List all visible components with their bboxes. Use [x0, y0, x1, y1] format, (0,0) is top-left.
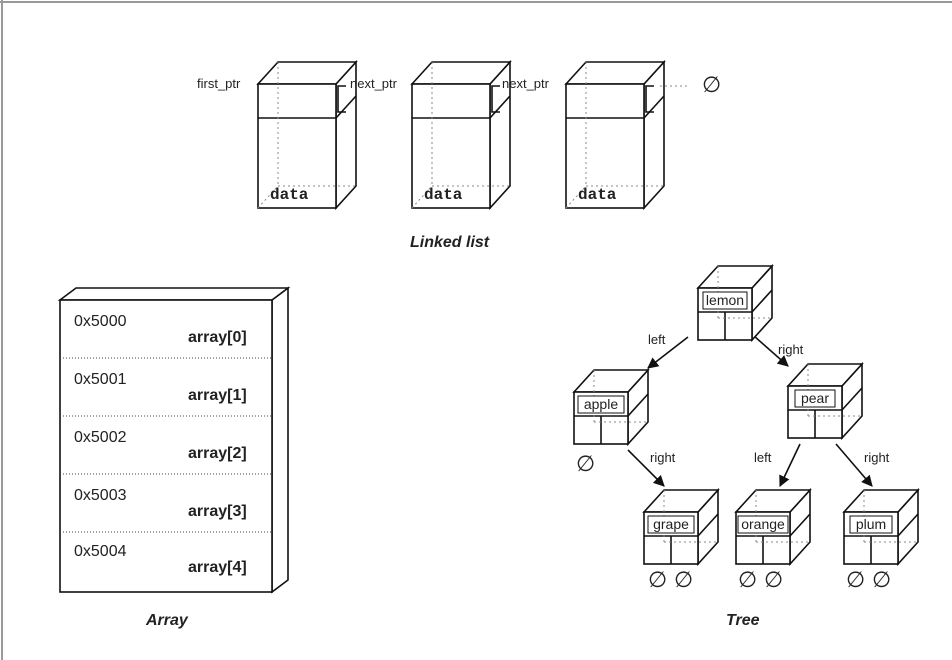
next-ptr-label-1: next_ptr — [350, 76, 398, 91]
tree-node-label: lemon — [706, 292, 744, 308]
next-ptr-label-2: next_ptr — [502, 76, 550, 91]
tree-node-pear: pear — [786, 361, 864, 441]
array-row-1: 0x5001 array[1] — [74, 371, 247, 404]
list-null-icon: ∅ — [702, 72, 721, 97]
array-address: 0x5001 — [74, 371, 127, 388]
edge-label-right: right — [778, 342, 804, 357]
null-icon: ∅ — [648, 567, 667, 592]
array-row-3: 0x5003 array[3] — [74, 487, 247, 520]
edge-label-left: left — [648, 332, 666, 347]
list-node-1-data: data — [270, 186, 309, 204]
linked-list-caption: Linked list — [410, 234, 490, 251]
edge-label-left: left — [754, 450, 772, 465]
edge-label-right: right — [650, 450, 676, 465]
edge-lemon-pear — [753, 335, 789, 367]
array-index: array[2] — [188, 445, 247, 462]
array-index: array[1] — [188, 387, 247, 404]
array-caption: Array — [145, 612, 189, 629]
array-index: array[4] — [188, 559, 247, 576]
null-icon: ∅ — [764, 567, 783, 592]
array-index: array[3] — [188, 503, 247, 520]
linked-list: data data data first_p — [197, 59, 721, 251]
edge-apple-grape — [627, 449, 665, 487]
list-node-2-data: data — [424, 186, 463, 204]
array-index: array[0] — [188, 329, 247, 346]
tree-node-apple: apple — [572, 367, 650, 447]
array-row-0: 0x5000 array[0] — [74, 313, 247, 346]
array-address: 0x5004 — [74, 543, 127, 560]
array: 0x5000 array[0] 0x5001 array[1] 0x5002 a… — [57, 286, 291, 629]
array-address: 0x5002 — [74, 429, 127, 446]
array-address: 0x5000 — [74, 313, 127, 330]
tree-node-label: apple — [584, 396, 618, 412]
null-icon: ∅ — [872, 567, 891, 592]
list-node-3: data — [564, 59, 666, 211]
edge-pear-plum — [835, 443, 873, 487]
tree-caption: Tree — [726, 612, 760, 629]
tree-node-orange: orange — [734, 487, 812, 567]
tree-node-grape: grape — [642, 487, 720, 567]
edge-pear-orange — [779, 443, 801, 488]
list-node-1: data — [256, 59, 358, 211]
array-row-2: 0x5002 array[2] — [74, 429, 247, 462]
tree-node-label: plum — [856, 516, 886, 532]
tree-node-plum: plum — [842, 487, 920, 567]
list-node-2: data — [410, 59, 512, 211]
list-node-3-data: data — [578, 186, 617, 204]
tree-node-lemon: lemon — [696, 263, 774, 343]
edge-lemon-apple — [647, 336, 689, 369]
null-icon: ∅ — [674, 567, 693, 592]
edge-label-right: right — [864, 450, 890, 465]
array-address: 0x5003 — [74, 487, 127, 504]
first-ptr-label: first_ptr — [197, 76, 241, 91]
null-icon: ∅ — [738, 567, 757, 592]
tree-node-label: grape — [653, 516, 689, 532]
null-icon: ∅ — [576, 451, 595, 476]
array-row-4: 0x5004 array[4] — [74, 543, 247, 576]
tree-node-label: pear — [801, 390, 829, 406]
tree: left right right left right lemon — [572, 263, 920, 629]
tree-node-label: orange — [741, 516, 785, 532]
null-icon: ∅ — [846, 567, 865, 592]
